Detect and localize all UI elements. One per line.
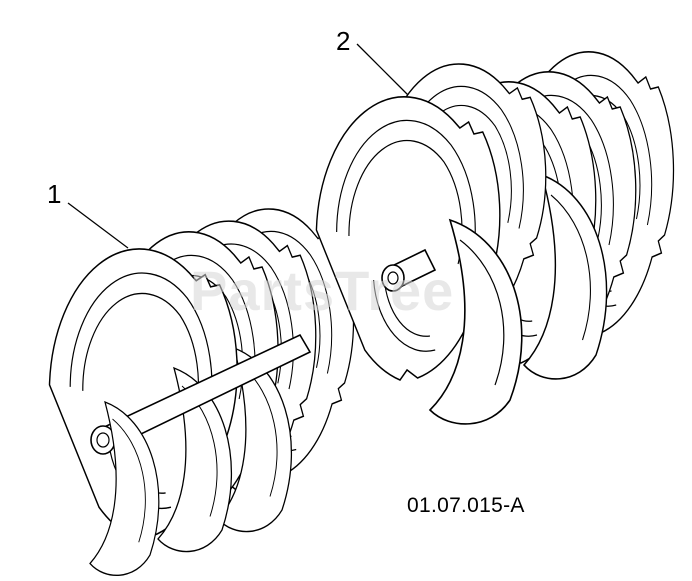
callout-label-2[interactable]: 2 bbox=[336, 26, 351, 56]
leader-line-1 bbox=[67, 202, 129, 249]
callout-label-1[interactable]: 1 bbox=[47, 179, 62, 209]
tine-assembly-2 bbox=[315, 51, 675, 425]
axle-shaft-1 bbox=[90, 333, 312, 455]
axle-shaft-2 bbox=[381, 248, 437, 292]
tine-assembly-1 bbox=[48, 208, 355, 577]
watermark: PartsTree bbox=[190, 259, 455, 322]
leader-line-2 bbox=[356, 43, 409, 96]
drawing-code: 01.07.015-A bbox=[407, 494, 525, 517]
